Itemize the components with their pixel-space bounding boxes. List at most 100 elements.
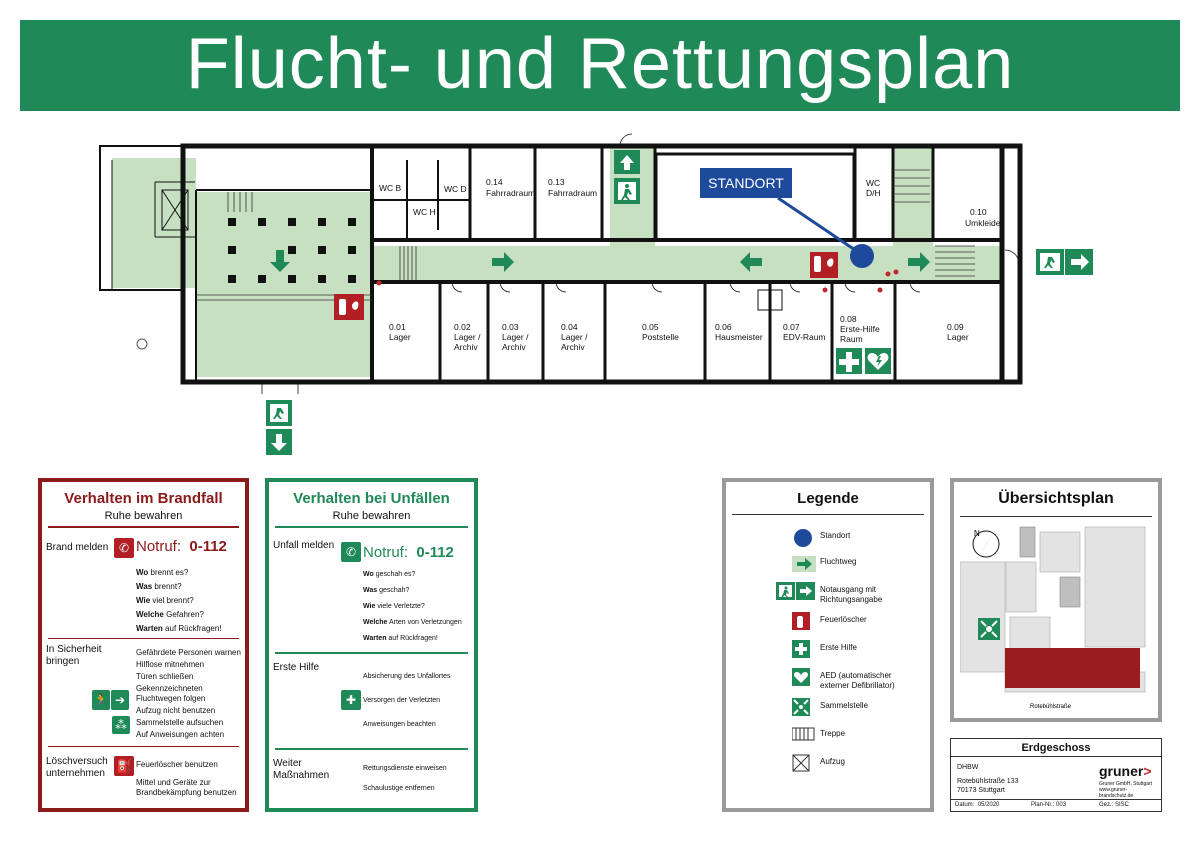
assembly-point-icon: ⁂	[112, 716, 130, 734]
weiter-label-1: Weiter	[273, 758, 302, 769]
acc-e1: Absicherung des Unfallortes	[363, 673, 451, 680]
phone-icon: ✆	[341, 542, 361, 562]
divider	[48, 746, 239, 747]
fire-extinguisher-icon: ⛽	[114, 756, 134, 776]
legend-row-sammelstelle: Sammelstelle	[730, 698, 930, 720]
room-wc-d: WC D	[444, 184, 467, 194]
divider	[275, 526, 468, 528]
floor-name: Erdgeschoss	[951, 739, 1161, 757]
acc-q1: Wo geschah es?	[363, 571, 416, 578]
standort-label: STANDORT	[700, 168, 792, 198]
room-004-name-b: Archiv	[561, 342, 585, 352]
legend-row-erste-hilfe: Erste Hilfe	[730, 640, 930, 662]
room-014-name: Fahrradraum	[486, 188, 535, 198]
north-arrow-icon: N	[972, 529, 1000, 558]
room-003-name-a: Lager /	[502, 332, 529, 342]
divider	[275, 748, 468, 750]
address-1: Rotebühlstraße 133	[957, 778, 1019, 785]
room-008-name-b: Raum	[840, 334, 863, 344]
stairs-icon	[792, 727, 815, 741]
exit-person-icon: 🏃	[92, 690, 110, 710]
room-002-number: 0.02	[454, 322, 471, 332]
divider	[275, 652, 468, 654]
overview-title: Übersichtsplan	[998, 490, 1114, 507]
acc-e3: Anweisungen beachten	[363, 721, 436, 728]
first-aid-icon	[836, 348, 862, 374]
assembly-point-icon	[978, 618, 1000, 640]
title-block: Erdgeschoss DHBW Rotebühlstraße 133 7017…	[950, 738, 1162, 812]
panel-unfaelle: Verhalten bei Unfällen Ruhe bewahren Unf…	[265, 478, 478, 812]
room-009-number: 0.09	[947, 322, 964, 332]
acc-w1: Rettungsdienste einweisen	[363, 765, 447, 772]
room-008-number: 0.08	[840, 314, 857, 324]
brand-melden-label: Brand melden	[46, 542, 109, 553]
doors	[261, 133, 1020, 394]
room-006-number: 0.06	[715, 322, 732, 332]
svg-text:N: N	[974, 529, 980, 538]
overview-map: N Rotebühlstraße	[960, 526, 1146, 710]
elevator-icon	[792, 754, 810, 772]
first-aid-icon	[792, 640, 810, 658]
loesch-label-2: unternehmen	[46, 768, 105, 779]
fire-q1: Wo brennt es?	[136, 568, 189, 577]
emergency-exit-icon	[266, 150, 1093, 455]
aed-icon	[865, 348, 891, 374]
room-002-name-b: Archiv	[454, 342, 478, 352]
plan-nr: Plan-Nr.: 003	[1031, 802, 1067, 808]
standort-dot-icon	[794, 529, 812, 547]
gez: Gez.: SISC	[1099, 802, 1130, 808]
panel-brandfall-title: Verhalten im Brandfall	[64, 490, 223, 507]
fire-q5: Warten auf Rückfragen!	[136, 624, 222, 633]
room-wc-b: WC B	[379, 183, 402, 193]
room-004-number: 0.04	[561, 322, 578, 332]
room-wc-dh-2: D/H	[866, 188, 881, 198]
acc-q4: Welche Arten von Verletzungen	[363, 619, 462, 626]
fire-s4: Gekennzeichneten	[136, 684, 203, 693]
fire-s1: Gefährdete Personen warnen	[136, 648, 241, 657]
room-004-name-a: Lager /	[561, 332, 588, 342]
panel-uebersichtsplan: Übersichtsplan N Rotebühlstraße	[950, 478, 1162, 722]
assembly-point-icon	[792, 698, 810, 716]
fire-s2: Hilflose mitnehmen	[136, 660, 205, 669]
floor-plan: WC B WC D WC H 0.14 Fahrradraum 0.13 Fah…	[99, 133, 1093, 455]
standort-dot-icon	[850, 244, 874, 268]
room-005-number: 0.05	[642, 322, 659, 332]
panel-brandfall: Verhalten im Brandfall Ruhe bewahren Bra…	[38, 478, 249, 812]
erste-hilfe-label: Erste Hilfe	[273, 662, 320, 673]
panel-unfaelle-title: Verhalten bei Unfällen	[293, 490, 450, 507]
brand-sub-1: Gruner GmbH, Stuttgart	[1099, 781, 1153, 787]
address-2: 70173 Stuttgart	[957, 787, 1005, 794]
arrow-right-icon: ➔	[111, 690, 129, 710]
escape-route-area	[112, 146, 1002, 377]
panel-brandfall-subtitle: Ruhe bewahren	[104, 510, 183, 522]
room-008-name-a: Erste-Hilfe	[840, 324, 880, 334]
room-001-name: Lager	[389, 332, 411, 342]
acc-e2: Versorgen der Verletzten	[363, 697, 441, 704]
divider	[732, 514, 924, 515]
fire-notruf: Notruf: 0-112	[136, 538, 227, 555]
loesch-label-1: Löschversuch	[46, 756, 108, 767]
building-walls	[99, 143, 1023, 385]
building-highlight	[1005, 648, 1140, 688]
fluchtweg-arrow-icon	[270, 250, 930, 272]
legend-row-aed: AED (automatischer externer Defibrillato…	[730, 668, 930, 690]
room-013-name: Fahrradraum	[548, 188, 597, 198]
acc-q3: Wie viele Verletzte?	[363, 603, 425, 610]
legend-row-fluchtweg: Fluchtweg	[730, 554, 930, 576]
room-014-number: 0.14	[486, 177, 503, 187]
legend-row-feuerloescher: Feuerlöscher	[730, 612, 930, 634]
emergency-exit-icon	[776, 582, 815, 600]
acc-w2: Schaulustige entfernen	[363, 785, 435, 792]
legend-row-treppe: Treppe	[730, 726, 930, 748]
divider	[48, 526, 239, 528]
fire-l1: Feuerlöscher benutzen	[136, 760, 218, 769]
weiter-label-2: Maßnahmen	[273, 770, 330, 781]
room-003-name-b: Archiv	[502, 342, 526, 352]
fire-s3: Türen schließen	[136, 672, 194, 681]
fire-s8: Auf Anweisungen achten	[136, 730, 225, 739]
fire-l3: Brandbekämpfung benutzen	[136, 788, 237, 797]
panel-unfaelle-subtitle: Ruhe bewahren	[332, 510, 411, 522]
room-013-number: 0.13	[548, 177, 565, 187]
fire-s6: Aufzug nicht benutzen	[136, 706, 216, 715]
legend-row-aufzug: Aufzug	[730, 754, 930, 776]
